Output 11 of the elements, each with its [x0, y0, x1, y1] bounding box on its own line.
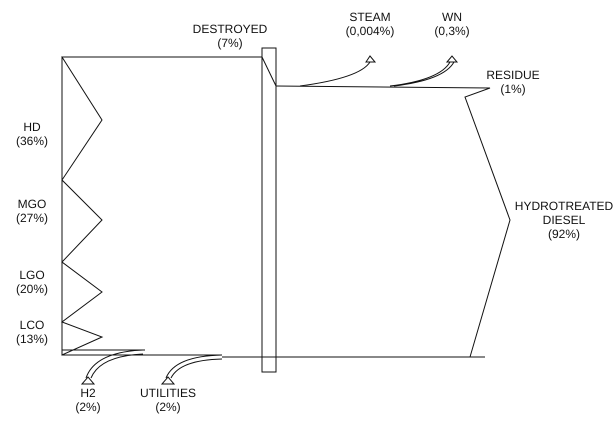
stream-label: DESTROYED (7%)	[192, 22, 268, 50]
stream-label: HD (36%)	[16, 120, 48, 148]
stream-label: MGO (27%)	[16, 197, 48, 225]
stream-label: UTILITIES (2%)	[140, 386, 196, 414]
stream-label: HYDROTREATED DIESEL (92%)	[514, 199, 614, 241]
stream-label: WN (0,3%)	[434, 10, 470, 38]
stream-label: LCO (13%)	[16, 318, 48, 346]
stream-label: LGO (20%)	[16, 268, 48, 296]
stream-label: STEAM (0,004%)	[346, 10, 394, 38]
stream-label: H2 (2%)	[75, 386, 101, 414]
stream-label: RESIDUE (1%)	[486, 68, 540, 96]
